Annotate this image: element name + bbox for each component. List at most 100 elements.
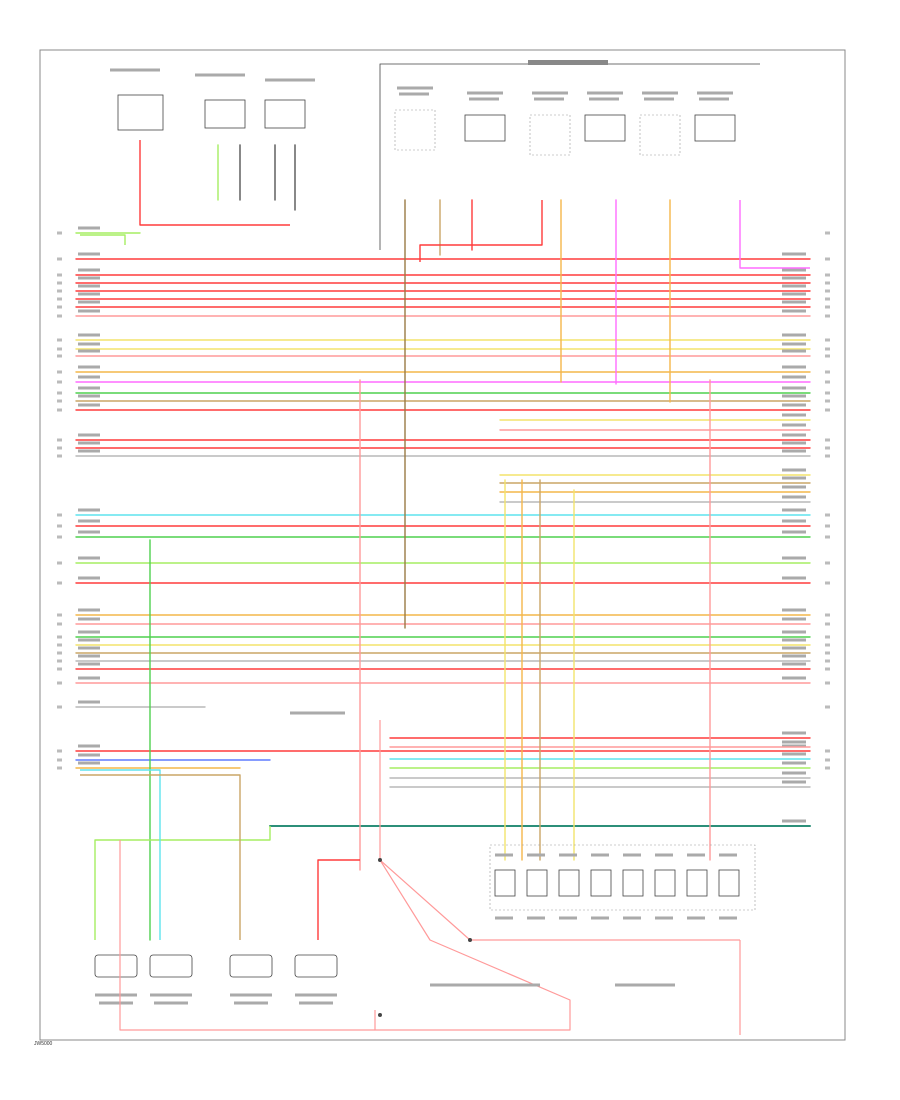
injector-label [655, 916, 673, 920]
right-wire-label [782, 394, 806, 398]
left-wire-label [78, 309, 100, 313]
right-wire-label [782, 413, 806, 417]
right-wire-label [782, 731, 806, 735]
injector-label [559, 916, 577, 920]
injector-label [591, 916, 609, 920]
right-wire-label [782, 676, 806, 680]
row-marker [57, 305, 62, 309]
dsa-label [532, 91, 568, 95]
row-marker [57, 297, 62, 301]
pressure-sensor [204, 99, 246, 129]
fuel-sensor [264, 99, 306, 129]
injector-label [687, 916, 705, 920]
row-marker [57, 408, 62, 412]
dsa-power-wire [419, 200, 543, 262]
ect-body [294, 954, 338, 978]
right-wire-label [782, 617, 806, 621]
row-marker [57, 613, 62, 617]
epc-body [464, 114, 506, 142]
ground-network [119, 711, 741, 1035]
row-marker [57, 257, 62, 261]
left-wire-label [78, 654, 100, 658]
row-marker [825, 651, 830, 655]
row-marker [57, 446, 62, 450]
dsb-label [589, 97, 619, 101]
vss-label [230, 993, 272, 997]
injector-4 [590, 869, 612, 897]
vertical-wires [80, 140, 810, 941]
injector-label [623, 916, 641, 920]
right-wire-label [782, 403, 806, 407]
row-marker [825, 354, 830, 358]
left-wire-label [78, 365, 100, 369]
horizontal-wire-bus [75, 226, 811, 827]
bracket-label-block [528, 60, 608, 65]
injector-2 [526, 869, 548, 897]
left-wire-label [78, 342, 100, 346]
left-wire-label [78, 252, 100, 256]
row-marker [57, 273, 62, 277]
injector-8 [718, 869, 740, 897]
component-label [265, 78, 315, 82]
row-marker [57, 749, 62, 753]
left-wire-label [78, 508, 100, 512]
left-wire-label [78, 394, 100, 398]
left-wire-label [78, 638, 100, 642]
row-marker [57, 338, 62, 342]
dsb-body [584, 114, 626, 142]
tfs-label [697, 91, 733, 95]
oss-label [150, 993, 192, 997]
row-marker [825, 766, 830, 770]
left-wire-label [78, 433, 100, 437]
ect-wire [317, 859, 360, 940]
row-marker [825, 380, 830, 384]
row-marker [57, 643, 62, 647]
row-marker [825, 281, 830, 285]
row-marker [825, 561, 830, 565]
right-wire-label [782, 576, 806, 580]
left-wire-label [78, 449, 100, 453]
component-label [110, 68, 160, 72]
row-marker [57, 766, 62, 770]
row-marker [825, 289, 830, 293]
right-wire-label [782, 449, 806, 453]
row-marker [825, 513, 830, 517]
right-wire-label [782, 276, 806, 280]
tss-body [94, 954, 138, 978]
tfs-wire [739, 200, 810, 269]
ect-label [295, 993, 337, 997]
row-marker [57, 380, 62, 384]
tcc-outline [394, 109, 436, 151]
injector-5 [622, 869, 644, 897]
tcc-label [397, 86, 433, 90]
row-markers [57, 231, 830, 770]
right-wire-label [782, 608, 806, 612]
row-marker [57, 513, 62, 517]
left-wire-label [78, 403, 100, 407]
injector-6 [654, 869, 676, 897]
row-marker [57, 314, 62, 318]
right-wire-label [782, 740, 806, 744]
row-marker [825, 613, 830, 617]
transmission-bracket [379, 63, 760, 250]
ground-link [94, 826, 271, 940]
brake-switch [117, 94, 164, 131]
left-wire-label [78, 700, 100, 704]
left-wire-label [78, 753, 100, 757]
left-wire-label [78, 519, 100, 523]
row-marker [825, 705, 830, 709]
left-wire-label [78, 662, 100, 666]
left-wire-label [78, 333, 100, 337]
injector-label [495, 853, 513, 857]
dsa-label [534, 97, 564, 101]
right-wire-label [782, 662, 806, 666]
right-wire-label [782, 761, 806, 765]
right-wire-label [782, 252, 806, 256]
row-marker [57, 438, 62, 442]
row-marker [825, 257, 830, 261]
dsb-label [587, 91, 623, 95]
row-marker [825, 370, 830, 374]
component-label [195, 73, 245, 77]
row-marker [825, 749, 830, 753]
row-marker [825, 399, 830, 403]
